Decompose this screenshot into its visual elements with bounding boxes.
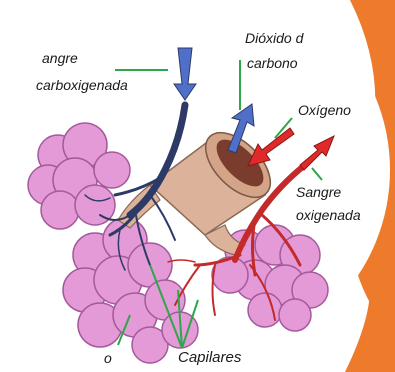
label-co2-line1: Dióxido d	[245, 30, 303, 46]
label-deoxygenated-blood-line2: carboxigenada	[36, 77, 128, 93]
label-capillaries: Capilares	[178, 350, 241, 366]
label-alveoli-partial: o	[104, 350, 112, 366]
label-co2-line2: carbono	[247, 55, 298, 71]
label-oxygenated-blood-line2: oxigenada	[296, 207, 361, 223]
label-oxygenated-blood-line1: Sangre	[296, 184, 341, 200]
label-oxygen: Oxígeno	[298, 102, 351, 118]
label-deoxygenated-blood-line1: angre	[42, 50, 78, 66]
